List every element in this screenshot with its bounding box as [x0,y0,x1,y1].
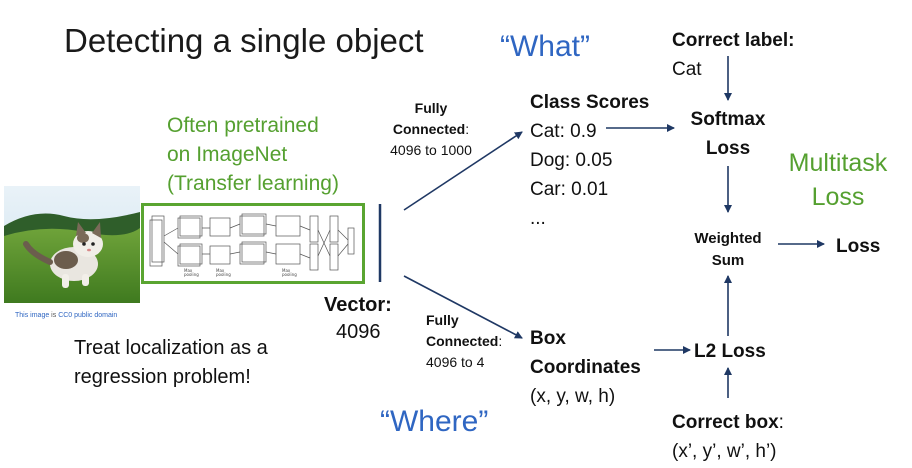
regression-note: Treat localization as a regression probl… [74,334,268,392]
svg-text:pooling: pooling [282,272,297,277]
arrow-to-box-coordinates [403,275,523,339]
class-score-cat: Cat: 0.9 [530,121,597,142]
softmax-loss: Softmax Loss [686,105,770,163]
svg-text:Max: Max [216,268,225,273]
pretrained-line-2: on ImageNet [167,143,288,166]
correct-box-colon: : [778,412,784,433]
fc-bottom-line1: Fully [426,312,459,328]
slide-title: Detecting a single object [64,22,424,59]
correct-label-value: Cat [672,59,702,80]
fc-bottom-dims: 4096 to 4 [426,354,485,370]
image-credit-prefix[interactable]: This image [15,312,50,319]
box-line1: Box [530,328,566,349]
svg-text:Max: Max [184,268,193,273]
fc-top-dims: 4096 to 1000 [390,142,472,158]
image-credit[interactable]: This image is CC0 public domain [15,312,117,319]
fc-top-connected: Connected [392,121,466,137]
regression-line2: regression problem! [74,366,251,388]
correct-label-heading: Correct label: [672,30,795,51]
box-line3: (x, y, w, h) [530,386,616,407]
multitask-line2: Loss [811,183,865,211]
weighted-sum: Weighted Sum [680,228,776,272]
box-coordinates: Box Coordinates (x, y, w, h) [530,324,641,411]
fc-top-line1: Fully [414,100,448,116]
weighted-sum-line1: Weighted [694,230,762,247]
pretrained-note: Often pretrained on ImageNet (Transfer l… [167,111,339,198]
regression-line1: Treat localization as a [74,337,268,359]
class-score-ellipsis: ... [530,208,546,229]
class-score-dog: Dog: 0.05 [530,150,613,171]
pretrained-line-1: Often pretrained [167,114,319,137]
image-credit-license[interactable]: CC0 public domain [58,312,118,319]
class-scores-heading: Class Scores [530,92,650,113]
cat-image [4,186,140,303]
multitask-loss: Multitask Loss [776,146,900,214]
total-loss: Loss [836,236,881,257]
multitask-line1: Multitask [788,149,888,177]
fc-bottom-connected: Connected [426,333,499,349]
class-scores: Class Scores Cat: 0.9 Dog: 0.05 Car: 0.0… [530,88,649,233]
fc-top-colon: : [465,121,470,137]
vector-size: 4096 [336,321,381,343]
l2-loss: L2 Loss [694,341,766,362]
correct-box-heading: Correct box [672,412,779,433]
svg-text:pooling: pooling [184,272,199,277]
correct-label: Correct label: Cat [672,26,794,84]
where-label: “Where” [380,405,489,438]
weighted-sum-line2: Sum [711,252,745,269]
class-score-car: Car: 0.01 [530,179,609,200]
vector-label: Vector: [324,294,392,316]
box-line2: Coordinates [530,357,641,378]
softmax-line2: Loss [705,138,751,159]
svg-text:pooling: pooling [216,272,231,277]
softmax-line1: Softmax [690,109,766,130]
arrow-to-class-scores [403,131,523,211]
pretrained-line-3: (Transfer learning) [167,172,339,195]
fc-top-label: Fully Connected: 4096 to 1000 [383,98,479,161]
what-label: “What” [500,30,590,63]
fc-bottom-colon: : [498,333,503,349]
fc-bottom-label: Fully Connected: 4096 to 4 [426,310,516,373]
image-credit-is: is [49,312,59,319]
svg-text:Max: Max [282,268,291,273]
correct-box-value: (x’, y’, w’, h’) [672,441,777,462]
correct-box: Correct box: (x’, y’, w’, h’) [672,408,784,466]
